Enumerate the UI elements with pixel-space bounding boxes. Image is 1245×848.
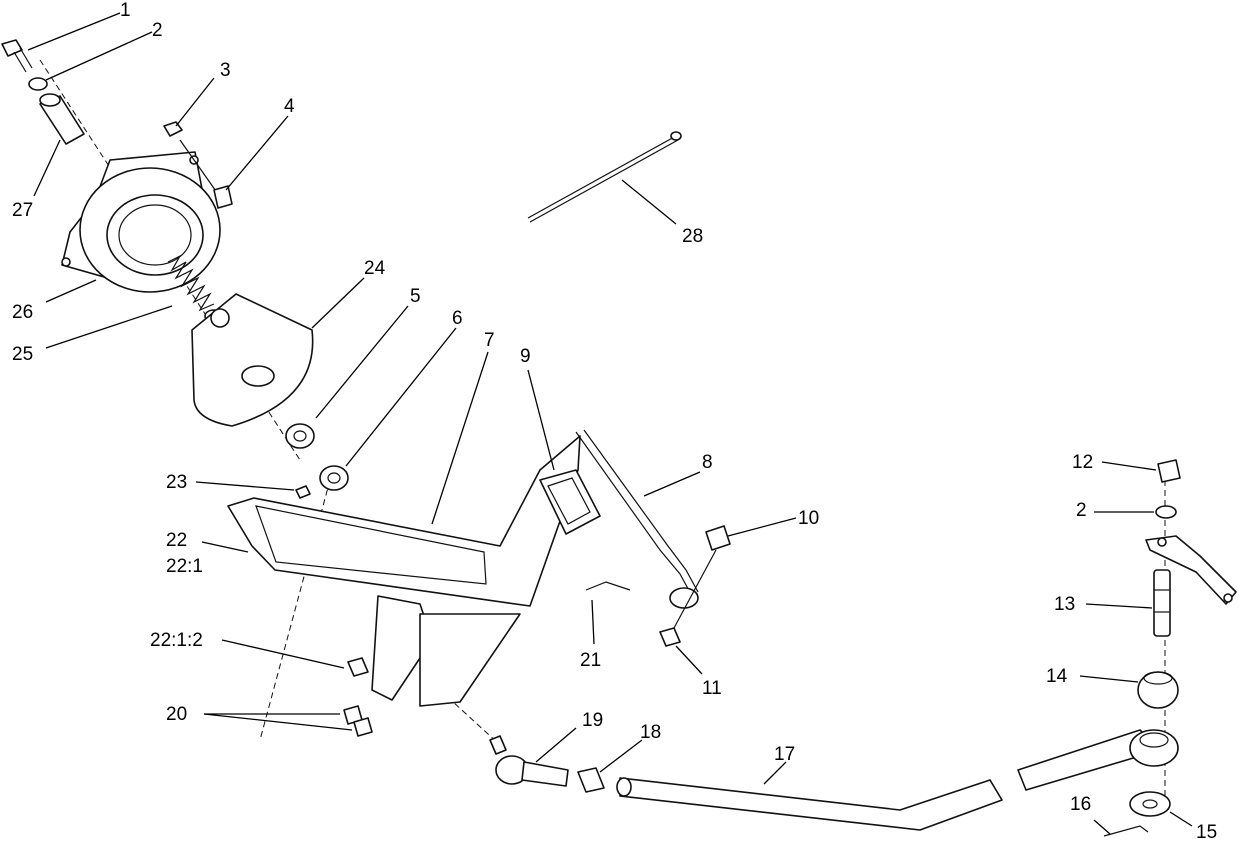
part-27-spacer [39,93,85,145]
part-20-nuts [343,705,373,737]
leader-lines [27,12,1193,835]
callouts: 1 2 3 4 27 26 25 24 5 6 7 9 8 10 11 21 1… [12,0,1217,843]
part-8-rod [575,429,699,609]
callout-7: 7 [484,330,495,351]
callout-24: 24 [364,258,386,279]
callout-28: 28 [682,226,703,247]
callout-22-1: 22:1 [166,556,203,577]
part-10-bolt [673,525,731,629]
callout-8: 8 [702,452,713,473]
part-2-washer-right [1155,505,1177,519]
callout-23: 23 [166,472,187,493]
part-15-washer [1129,791,1171,817]
part-26-clutch [61,151,221,293]
callout-1: 1 [120,0,131,21]
part-1-bolt [1,39,33,73]
callout-4: 4 [284,96,295,117]
callout-27: 27 [12,200,33,221]
callout-20: 20 [166,704,187,725]
callout-16: 16 [1070,794,1091,815]
part-18-nut [577,767,605,793]
part-9-pad [539,469,601,535]
part-28-cable-tie [527,131,682,223]
callout-9: 9 [520,346,531,367]
part-4-bolt [179,139,233,209]
part-22-1-2-nut [347,657,369,677]
part-16-pin [1103,825,1149,837]
callout-3: 3 [220,60,231,81]
callout-2: 2 [152,20,163,41]
part-22-pedal-arm [227,435,581,707]
part-2-washer [28,77,48,91]
part-5-bushing [285,423,315,449]
callout-21: 21 [580,650,601,671]
callout-13: 13 [1054,594,1075,615]
part-21-cotter-pin [585,581,631,591]
callout-18: 18 [640,722,661,743]
callout-17: 17 [774,744,795,765]
bracket-right [1145,535,1237,605]
part-23-set-screw [295,485,311,499]
part-13-stud [1153,569,1171,637]
lever-eye [1129,729,1179,767]
part-3-nut [163,121,183,137]
callout-14: 14 [1046,666,1068,687]
callout-22: 22 [166,530,187,551]
assembly-axes [39,59,1166,800]
part-6-bearing [319,465,349,491]
part-24-bracket [191,293,314,427]
callout-19: 19 [582,710,603,731]
part-17-link-rod [616,729,1161,831]
part-12-nut [1157,459,1181,483]
part-19-ball-joint [489,735,569,787]
callout-5: 5 [410,286,421,307]
callout-26: 26 [12,302,33,323]
callout-15: 15 [1196,822,1217,843]
callout-11: 11 [702,678,722,699]
callout-25: 25 [12,344,33,365]
callout-22-1-2: 22:1:2 [150,630,203,651]
callout-6: 6 [452,308,463,329]
part-14-bushing [1137,671,1179,709]
callout-10: 10 [798,508,819,529]
callout-12: 12 [1072,452,1093,473]
part-11-nut [659,627,681,647]
callout-2-right: 2 [1076,500,1087,521]
